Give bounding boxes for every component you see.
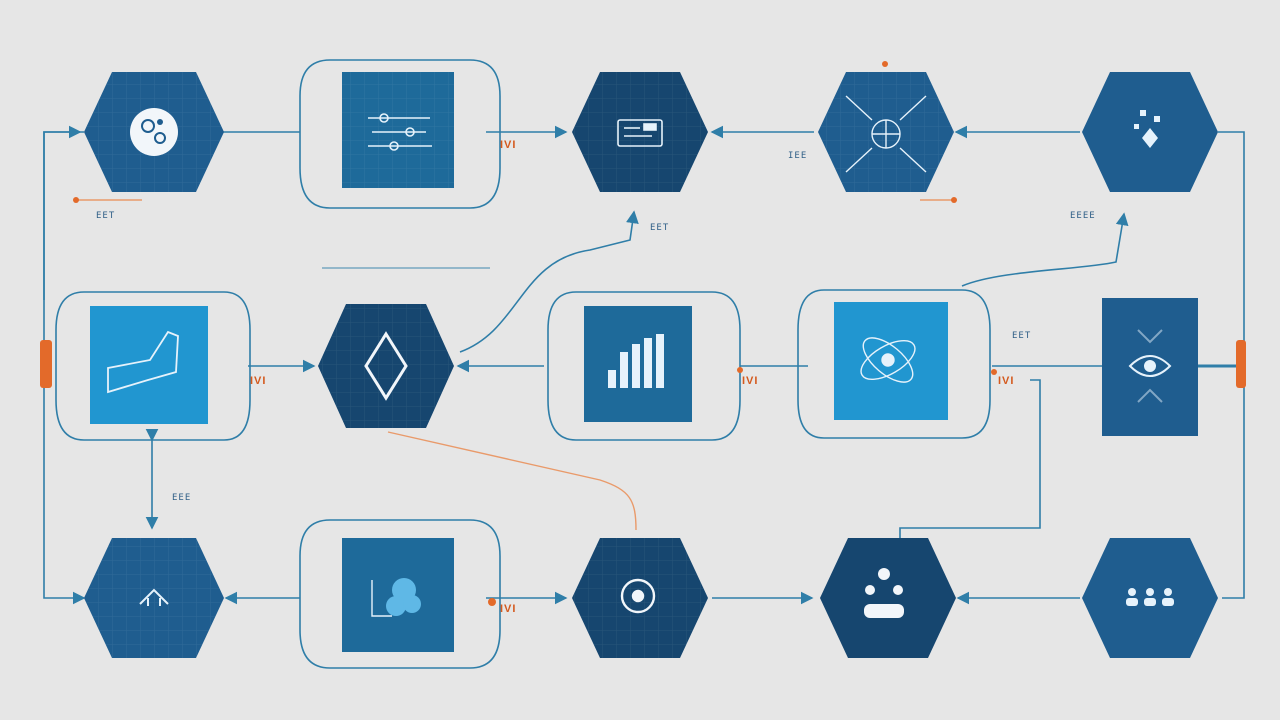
people-row-icon <box>1126 588 1174 606</box>
nodes-tree-icon <box>1134 110 1160 148</box>
connectors <box>43 125 1245 605</box>
atom-cycle-icon <box>860 337 916 383</box>
label-right-top: EEEE <box>1070 211 1096 221</box>
node-n14[interactable] <box>820 538 956 658</box>
node-n5[interactable] <box>1082 72 1218 192</box>
capsule-n12 <box>299 519 501 669</box>
card-icon <box>617 119 663 147</box>
diamond-outline-icon <box>364 331 408 401</box>
gear-cluster-icon <box>130 108 178 156</box>
node-n10[interactable] <box>1102 298 1198 436</box>
orange-connectors <box>76 199 954 531</box>
node-n8[interactable] <box>584 306 692 422</box>
label-top-left: EET <box>96 211 115 221</box>
label-top-center: EET <box>650 223 669 233</box>
label-mid-left-orange: IVI <box>250 375 266 387</box>
orange-link-n7-n13 <box>387 431 637 531</box>
capsule-n2 <box>299 59 501 209</box>
node-n6[interactable] <box>90 306 208 424</box>
capsule-n9 <box>797 289 991 439</box>
curve-graph-icon <box>107 330 179 394</box>
cluster-icon <box>371 578 421 617</box>
node-n2[interactable] <box>342 72 454 188</box>
node-n9[interactable] <box>834 302 948 420</box>
node-n1[interactable] <box>84 72 224 192</box>
label-bottom-center-orange: IVI <box>500 603 516 615</box>
connector-n7-n3 <box>459 210 639 353</box>
target-icon <box>620 578 656 614</box>
connector-left-outer-top <box>43 125 82 300</box>
bar-chart-icon <box>608 334 664 388</box>
label-mid-right-orange: IVI <box>998 375 1014 387</box>
capsule-n6 <box>55 291 251 441</box>
labels: EET IVI EET IEE EEEE IVI IVI IVI EET EEE… <box>96 139 1096 615</box>
capsule-frames <box>55 59 991 669</box>
node-n13[interactable] <box>572 538 708 658</box>
node-n15[interactable] <box>1082 538 1218 658</box>
label-left-vertical: EEE <box>172 493 191 503</box>
sliders-icon <box>368 113 432 151</box>
label-mid-right: EET <box>1012 331 1031 341</box>
node-n11[interactable] <box>84 538 224 658</box>
node-n4[interactable] <box>818 72 954 192</box>
capsule-n8 <box>547 291 741 441</box>
people-group-icon <box>864 568 904 618</box>
cross-arrows-icon <box>139 588 169 606</box>
label-mid-center-orange: IVI <box>742 375 758 387</box>
node-n12[interactable] <box>342 538 454 652</box>
node-n7[interactable] <box>318 304 454 428</box>
connector-n9-n5 <box>961 212 1129 287</box>
label-top-right: IEE <box>788 151 807 161</box>
label-top-mid: IVI <box>500 139 516 151</box>
eye-cycle-icon <box>1128 329 1172 403</box>
node-n3[interactable] <box>572 72 708 192</box>
orange-accents <box>40 61 1246 606</box>
globe-network-icon <box>845 95 927 173</box>
connector-n9-n14 <box>899 379 1041 540</box>
